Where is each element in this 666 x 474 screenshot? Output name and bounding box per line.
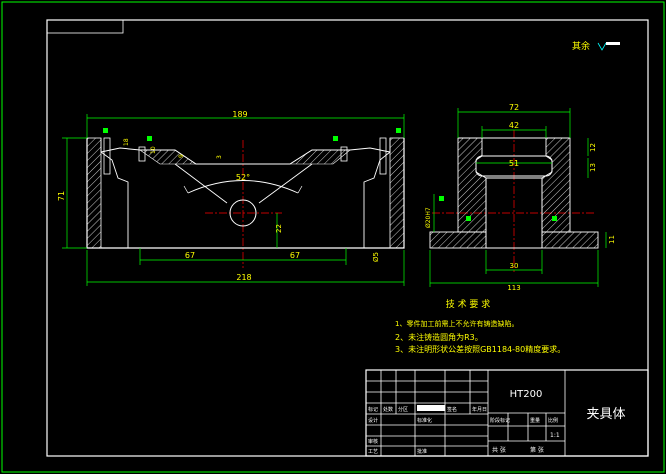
part-name: 夹具体 xyxy=(586,407,625,422)
tech-item-1: 1、零件加工前需上不允许有铸造缺陷。 xyxy=(395,319,518,328)
dim-overall-width: 189 xyxy=(232,110,247,119)
dim-small-2: 10 xyxy=(150,146,157,154)
dim-small-4: 9 xyxy=(178,154,185,158)
dim-angle: 52° xyxy=(236,173,250,182)
title-block-text: HT200 夹具体 标记 处数 分区 签名 年月日 设计 标准化 阶段标记 重量… xyxy=(368,389,626,455)
tb-label-sign: 签名 xyxy=(447,406,457,413)
dim-height: 71 xyxy=(57,191,66,201)
tb-label-date: 年月日 xyxy=(472,406,487,413)
dim-half-span-right: 67 xyxy=(290,251,300,260)
dim-base-length: 218 xyxy=(236,273,251,282)
tb-label-mark: 标记 xyxy=(368,406,378,413)
tb-label-approve: 批准 xyxy=(417,448,427,455)
tb-label-weight: 重量 xyxy=(530,417,540,424)
tb-label-sheet: 第 张 xyxy=(530,446,544,454)
front-view: 189 71 52° 67 67 218 22 18 10 3 9 Ø5 xyxy=(57,110,405,286)
side-dim-slot-bottom: 30 xyxy=(510,262,519,270)
tb-label-zone: 分区 xyxy=(398,406,408,413)
side-dim-top-width: 72 xyxy=(509,103,519,112)
tech-requirements: 技 术 要 求 1、零件加工前需上不允许有铸造缺陷。 2、未注铸造圆角为R3。 … xyxy=(395,298,565,354)
tb-scale-value: 1:1 xyxy=(550,432,560,439)
side-dim-base-length: 113 xyxy=(507,284,520,292)
side-view: 72 42 51 12 13 Ø20H7 11 30 113 xyxy=(425,103,616,292)
side-dim-slot-width: 42 xyxy=(509,121,519,130)
tech-title: 技 术 要 求 xyxy=(446,298,491,310)
dim-half-span-left: 67 xyxy=(185,251,195,260)
tb-label-stage: 阶段标记 xyxy=(490,417,510,424)
dim-small-1: 18 xyxy=(123,138,130,146)
tb-label-review: 审核 xyxy=(368,438,378,445)
dim-pin-dia: Ø5 xyxy=(372,252,380,262)
corner-tag-box xyxy=(46,19,124,34)
tb-label-std: 标准化 xyxy=(417,417,432,424)
side-dim-inner-width: 51 xyxy=(509,159,519,168)
tb-label-scale: 比例 xyxy=(548,417,558,424)
tech-item-2: 2、未注铸造圆角为R3。 xyxy=(395,332,483,342)
side-dim-hole-dia: Ø20H7 xyxy=(425,207,432,228)
material-label: HT200 xyxy=(510,389,543,400)
side-dim-top-h2: 13 xyxy=(589,163,597,172)
tb-label-count: 处数 xyxy=(383,406,393,413)
title-block-fill-mark xyxy=(417,405,445,411)
roughness-note-text: 其余 xyxy=(572,40,590,52)
tech-item-3: 3、未注明形状公差按照GB1184-80精度要求。 xyxy=(395,344,565,354)
roughness-note: 其余 xyxy=(572,40,620,52)
tb-label-design: 设计 xyxy=(368,417,378,424)
tb-label-total-sheets: 共 张 xyxy=(492,446,506,454)
tb-label-process: 工艺 xyxy=(368,449,378,455)
title-block xyxy=(365,369,649,457)
dim-hole-height: 22 xyxy=(275,224,283,233)
side-dim-top-h1: 12 xyxy=(589,143,597,152)
side-dim-base-h: 11 xyxy=(608,235,616,244)
inner-border xyxy=(46,19,649,457)
dim-small-3: 3 xyxy=(216,155,223,159)
